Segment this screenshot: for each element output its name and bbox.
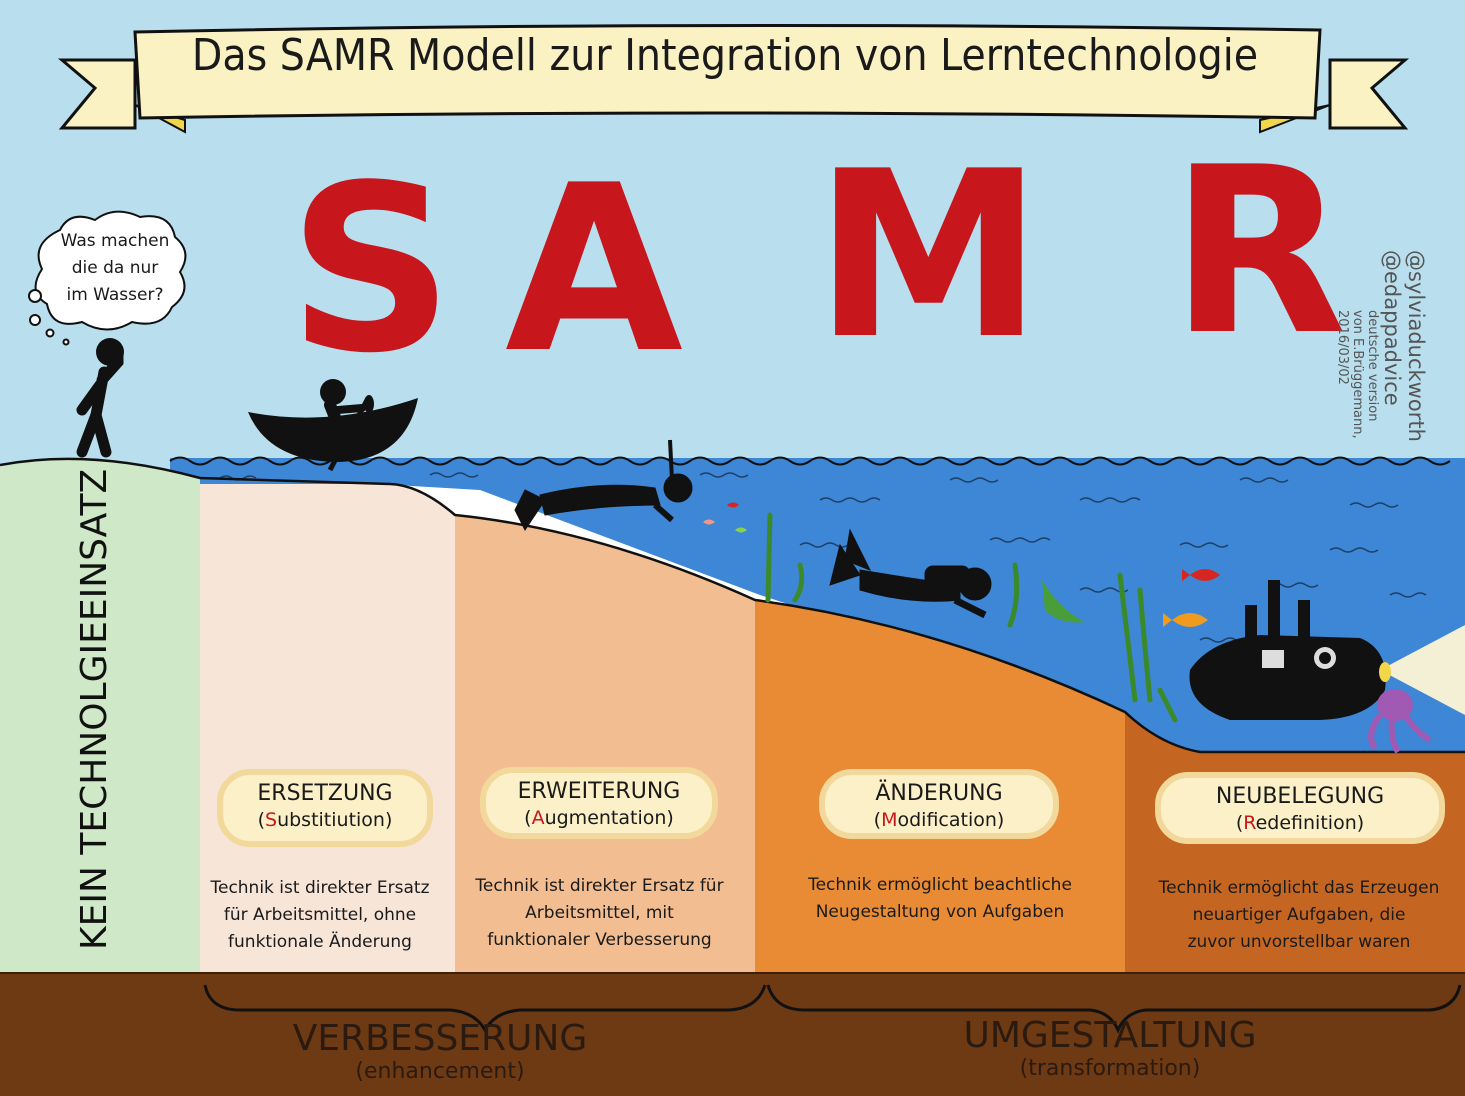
seaweed	[765, 512, 1178, 723]
credit-version: deutsche version	[1365, 310, 1380, 422]
sand-substitution	[200, 478, 455, 975]
description-line: funktionale Änderung	[228, 932, 412, 952]
thought-bubble-text: Was machen die da nur im Wasser?	[50, 228, 180, 309]
seabed-outline	[0, 457, 1465, 754]
stage-description-modification: Technik ermöglicht beachtliche Neugestal…	[790, 872, 1090, 926]
stage-subtitle: (Substitiution)	[257, 809, 393, 831]
water-ripples	[219, 472, 1427, 643]
phase-enhancement: VERBESSERUNG (enhancement)	[290, 1018, 590, 1084]
canoe	[248, 379, 418, 472]
stage-description-redefinition: Technik ermöglicht das Erzeugen neuartig…	[1140, 875, 1458, 956]
credits: @sylviaduckworth @edappadvice deutsche v…	[1335, 250, 1428, 442]
sand-augmentation	[455, 515, 755, 975]
stage-title: NEUBELEGUNG	[1215, 784, 1385, 809]
stage-description-augmentation: Technik ist direkter Ersatz für Arbeitsm…	[462, 873, 737, 954]
description-line: Arbeitsmittel, mit	[525, 903, 674, 923]
stage-description-substitution: Technik ist direkter Ersatz für Arbeitsm…	[195, 875, 445, 956]
transformation-brace	[766, 984, 1462, 1034]
letter-s: S	[288, 137, 454, 404]
description-line: zuvor unvorstellbar waren	[1187, 932, 1411, 952]
title-banner	[57, 23, 1410, 134]
stage-label-redefinition: NEUBELEGUNG (Redefinition)	[1158, 783, 1442, 835]
stage-subtitle: (Redefinition)	[1235, 812, 1365, 834]
phase-transformation: UMGESTALTUNG (transformation)	[950, 1015, 1270, 1081]
standing-person	[76, 338, 124, 458]
diver	[829, 528, 992, 619]
phase-subtitle: (transformation)	[1019, 1056, 1201, 1081]
snorkeler	[514, 439, 693, 531]
credit-translator: von E.Brüggemann,	[1350, 310, 1365, 439]
stage-label-augmentation: ERWEITERUNG (Augmentation)	[483, 778, 715, 830]
thought-line: die da nur	[71, 258, 159, 278]
no-technology-label: KEIN TECHNOLGIEEINSATZ	[74, 468, 115, 950]
fishes	[703, 502, 1220, 627]
description-line: neuartiger Aufgaben, die	[1192, 905, 1406, 925]
green-land	[0, 458, 200, 975]
stage-title: ÄNDERUNG	[875, 781, 1003, 806]
stage-title: ERWEITERUNG	[517, 779, 681, 804]
credit-date: 2016/03/02	[1335, 310, 1350, 385]
stage-title: ERSETZUNG	[257, 781, 393, 806]
description-line: funktionaler Verbesserung	[487, 930, 712, 950]
seaweed-leaf	[1042, 580, 1085, 623]
letter-m: M	[814, 123, 1043, 390]
phase-title: VERBESSERUNG	[292, 1018, 588, 1059]
description-line: Technik ermöglicht das Erzeugen	[1158, 878, 1440, 898]
description-line: Technik ermöglicht beachtliche	[808, 875, 1072, 895]
description-line: Technik ist direkter Ersatz	[210, 878, 430, 898]
stage-subtitle: (Modification)	[873, 809, 1005, 831]
enhancement-brace	[203, 984, 767, 1034]
stage-label-modification: ÄNDERUNG (Modification)	[822, 780, 1056, 832]
wave-lines	[169, 456, 1451, 466]
letter-a: A	[505, 137, 684, 404]
letter-r: R	[1170, 119, 1348, 386]
description-line: für Arbeitsmittel, ohne	[223, 905, 417, 925]
thought-line: im Wasser?	[66, 285, 164, 305]
octopus	[1368, 689, 1432, 754]
phase-title: UMGESTALTUNG	[963, 1015, 1257, 1056]
thought-line: Was machen	[60, 231, 170, 251]
credit-coauthor: @edappadvice	[1380, 250, 1404, 406]
page-title: Das SAMR Modell zur Integration von Lern…	[191, 30, 1259, 81]
description-line: Neugestaltung von Aufgaben	[815, 902, 1065, 922]
submarine	[1189, 580, 1391, 720]
soil	[0, 972, 1465, 1096]
phase-subtitle: (enhancement)	[355, 1059, 525, 1084]
stage-subtitle: (Augmentation)	[524, 807, 674, 829]
description-line: Technik ist direkter Ersatz für	[475, 876, 724, 896]
credit-author: @sylviaduckworth	[1404, 250, 1428, 442]
submarine-light-beam	[1380, 625, 1465, 715]
stage-label-substitution: ERSETZUNG (Substitiution)	[220, 780, 430, 832]
thought-bubble	[28, 210, 187, 346]
stage-label-pills	[217, 767, 1445, 847]
